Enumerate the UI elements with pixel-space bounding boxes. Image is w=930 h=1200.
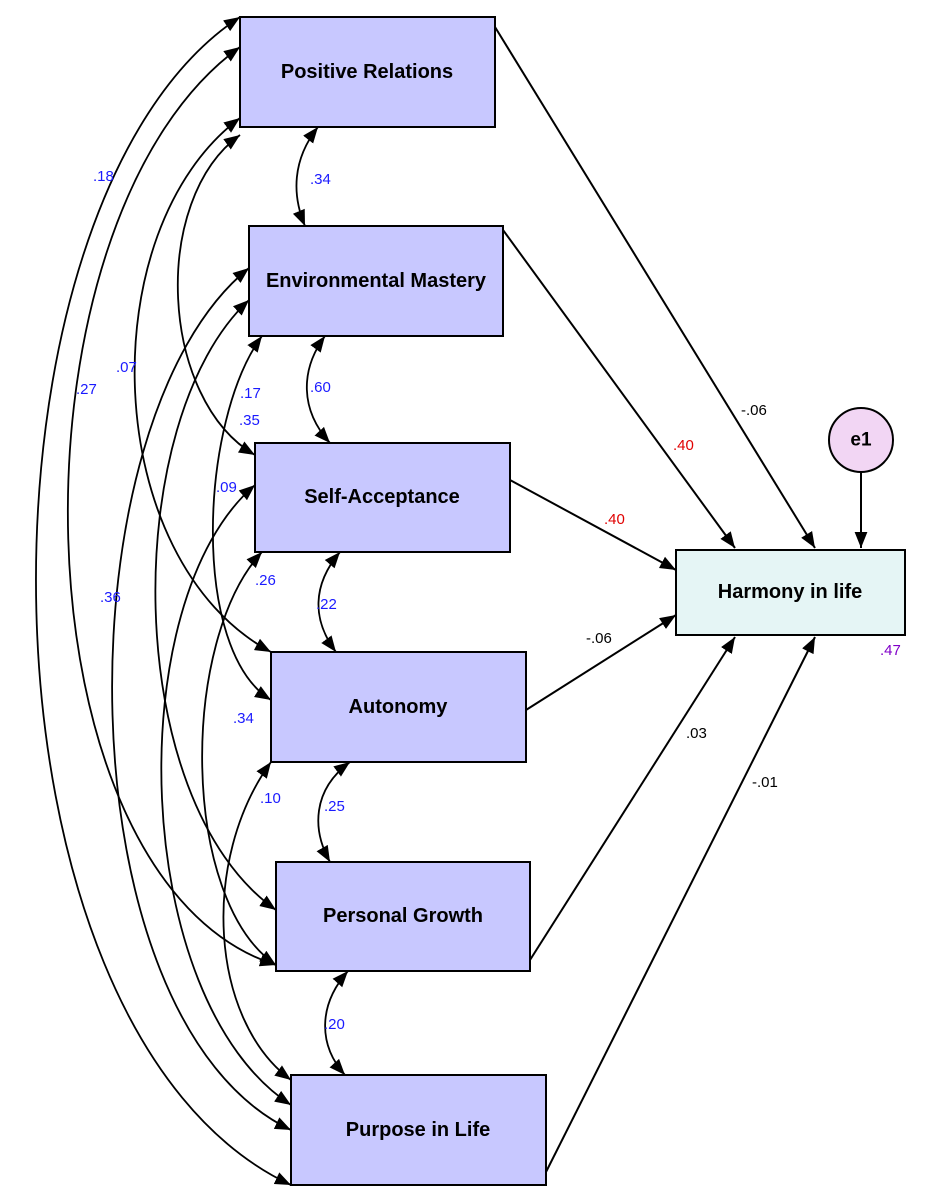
path-coefficients: -.06 .40 .40 -.06 .03 -.01 .47 [586,402,901,791]
correlation-curve [317,551,341,653]
correlation-curve [66,46,277,967]
path-coefficient-environmental-mastery: .40 [673,437,694,454]
correlation-label: .17 [240,385,261,402]
path-coefficient-positive-relations: -.06 [741,402,767,419]
correlation-label: .25 [324,798,345,815]
correlation-curve [316,761,351,863]
variable-label-environmental-mastery: Environmental Mastery [266,270,487,292]
correlation-curve [222,761,292,1081]
correlation-label: .34 [233,710,254,727]
path-arrow-personal-growth [529,636,736,961]
correlation-label: .18 [93,168,114,185]
correlation-curve [201,551,277,966]
correlation-label: .09 [216,479,237,496]
correlation-curve [292,126,319,227]
correlation-curve [160,484,292,1106]
adjacent-correlation-curves [292,126,351,1076]
error-term-label: e1 [850,430,872,451]
outcome-label-harmony: Harmony in life [718,581,862,603]
path-arrow-positive-relations [494,26,816,549]
correlation-curve [133,117,272,653]
variable-box-personal-growth [275,861,531,972]
correlation-curve [176,134,256,456]
correlation-label: .36 [100,589,121,606]
path-arrow-environmental-mastery [502,229,736,549]
correlation-curve [324,970,349,1076]
correlation-label: .22 [316,596,337,613]
correlation-curve [305,335,331,444]
path-arrow-autonomy [525,614,677,711]
correlation-coefficients: .34 .60 .22 .25 .20 .18 .07 .27 .17 .35 … [76,168,345,1033]
correlation-curve [111,267,292,1131]
variable-box-purpose-in-life [290,1074,547,1186]
correlation-curve [35,16,292,1186]
r-squared-value: .47 [880,642,901,659]
path-coefficient-personal-growth: .03 [686,725,707,742]
variable-label-personal-growth: Personal Growth [323,905,483,927]
path-coefficient-purpose-in-life: -.01 [752,774,778,791]
path-arrows [494,26,868,1173]
variable-boxes: Positive Relations Environmental Mastery… [239,16,906,1186]
variable-label-positive-relations: Positive Relations [281,61,453,83]
correlation-label: .10 [260,790,281,807]
variable-box-autonomy [270,651,527,763]
correlation-label: .35 [239,412,260,429]
variable-box-self-acceptance [254,442,511,553]
correlation-curve [154,299,277,911]
variable-label-self-acceptance: Self-Acceptance [304,486,460,508]
variable-label-purpose-in-life: Purpose in Life [346,1119,490,1141]
correlation-label: .20 [324,1016,345,1033]
correlation-label: .60 [310,379,331,396]
correlation-label: .26 [255,572,276,589]
path-coefficient-self-acceptance: .40 [604,511,625,528]
path-arrow-purpose-in-life [545,636,816,1173]
correlation-label: .27 [76,381,97,398]
outcome-box-harmony [675,549,906,636]
correlation-curves [35,16,292,1186]
correlation-label: .34 [310,171,331,188]
variable-box-positive-relations [239,16,496,128]
correlation-label: .07 [116,359,137,376]
path-arrow-self-acceptance [509,479,677,571]
variable-label-autonomy: Autonomy [349,696,449,718]
variable-box-environmental-mastery [248,225,504,337]
error-term-circle [828,407,894,473]
path-coefficient-autonomy: -.06 [586,630,612,647]
